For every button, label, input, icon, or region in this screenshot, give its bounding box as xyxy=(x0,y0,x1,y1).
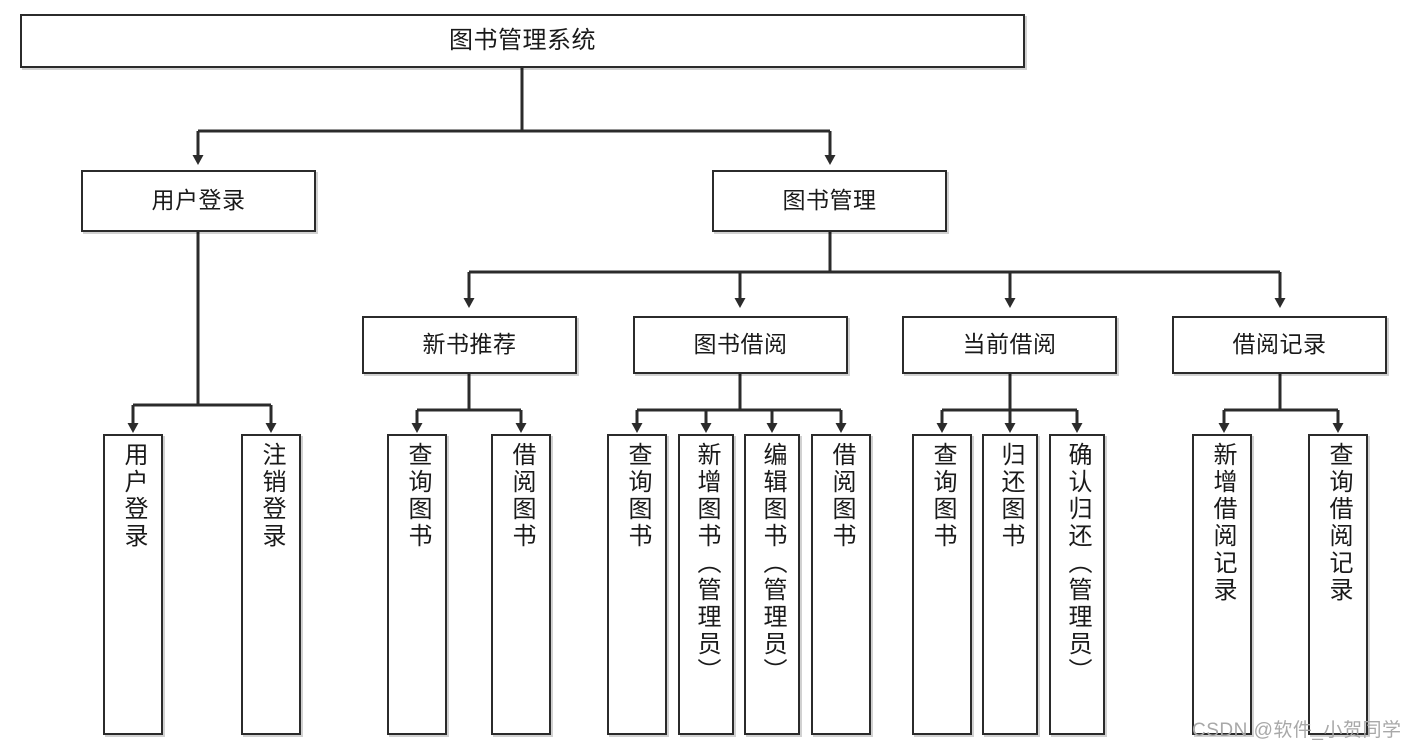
node-label: 编辑图书（管理员） xyxy=(759,442,786,685)
watermark-text: CSDN @软件_小贺同学 xyxy=(1192,720,1402,741)
leaf-record-add-record[interactable]: 新增借阅记录 xyxy=(1192,434,1252,735)
node-label: 借阅记录 xyxy=(1232,331,1327,358)
node-current-borrow[interactable]: 当前借阅 xyxy=(902,316,1117,374)
node-label: 查询图书 xyxy=(404,442,431,550)
node-book-borrow[interactable]: 图书借阅 xyxy=(633,316,848,374)
node-label: 当前借阅 xyxy=(962,331,1057,358)
node-label: 新书推荐 xyxy=(422,331,517,358)
leaf-recommend-borrow-book[interactable]: 借阅图书 xyxy=(491,434,551,735)
node-label: 图书借阅 xyxy=(693,331,788,358)
node-label: 用户登录 xyxy=(151,187,246,214)
leaf-user-login-login[interactable]: 用户登录 xyxy=(103,434,163,735)
node-root-system[interactable]: 图书管理系统 xyxy=(20,14,1025,68)
node-label: 确认归还（管理员） xyxy=(1064,442,1091,685)
node-label: 查询图书 xyxy=(624,442,651,550)
node-label: 图书管理 xyxy=(782,187,877,214)
node-new-book-recommend[interactable]: 新书推荐 xyxy=(362,316,577,374)
node-label: 新增图书（管理员） xyxy=(693,442,720,685)
leaf-borrow-query-book[interactable]: 查询图书 xyxy=(607,434,667,735)
leaf-current-query-book[interactable]: 查询图书 xyxy=(912,434,972,735)
node-label: 新增借阅记录 xyxy=(1209,442,1236,604)
leaf-recommend-query-book[interactable]: 查询图书 xyxy=(387,434,447,735)
leaf-record-query-record[interactable]: 查询借阅记录 xyxy=(1308,434,1368,735)
node-book-management[interactable]: 图书管理 xyxy=(712,170,947,232)
leaf-borrow-edit-book-admin[interactable]: 编辑图书（管理员） xyxy=(744,434,800,735)
node-label: 借阅图书 xyxy=(508,442,535,550)
node-label: 归还图书 xyxy=(997,442,1024,550)
node-label: 注销登录 xyxy=(258,442,285,550)
leaf-user-login-logout[interactable]: 注销登录 xyxy=(241,434,301,735)
node-label: 查询借阅记录 xyxy=(1325,442,1352,604)
node-user-login[interactable]: 用户登录 xyxy=(81,170,316,232)
node-borrow-record[interactable]: 借阅记录 xyxy=(1172,316,1387,374)
node-label: 图书管理系统 xyxy=(449,26,596,54)
node-label: 用户登录 xyxy=(120,442,147,550)
leaf-borrow-add-book-admin[interactable]: 新增图书（管理员） xyxy=(678,434,734,735)
leaf-borrow-borrow-book[interactable]: 借阅图书 xyxy=(811,434,871,735)
leaf-current-confirm-return-admin[interactable]: 确认归还（管理员） xyxy=(1049,434,1105,735)
node-label: 查询图书 xyxy=(929,442,956,550)
node-label: 借阅图书 xyxy=(828,442,855,550)
leaf-current-return-book[interactable]: 归还图书 xyxy=(982,434,1038,735)
